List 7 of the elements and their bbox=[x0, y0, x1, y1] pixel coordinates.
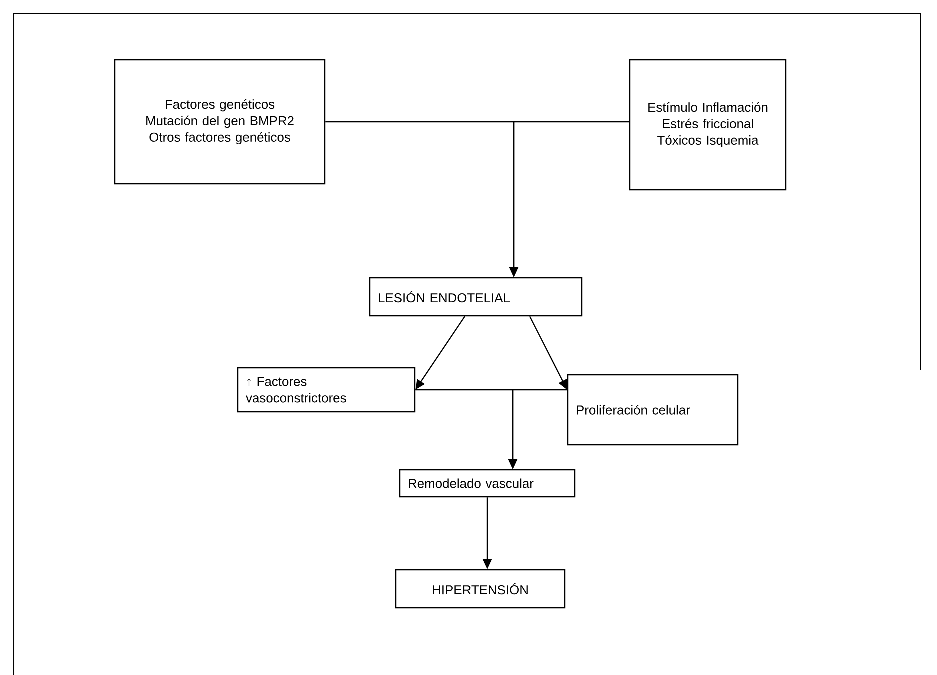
process-box: LESIÓN ENDOTELIAL bbox=[369, 277, 583, 317]
process-box: ↑ Factores vasoconstrictores bbox=[237, 367, 416, 413]
process-box: Factores genéticos Mutación del gen BMPR2 Otros factores genéticos bbox=[114, 59, 326, 185]
process-box: Proliferación celular bbox=[567, 374, 739, 446]
process-box: Remodelado vascular bbox=[399, 469, 576, 498]
process-box: HIPERTENSIÓN bbox=[395, 569, 566, 609]
process-box: Estímulo Inflamación Estrés friccional Tóxicos Isquemia bbox=[629, 59, 787, 191]
